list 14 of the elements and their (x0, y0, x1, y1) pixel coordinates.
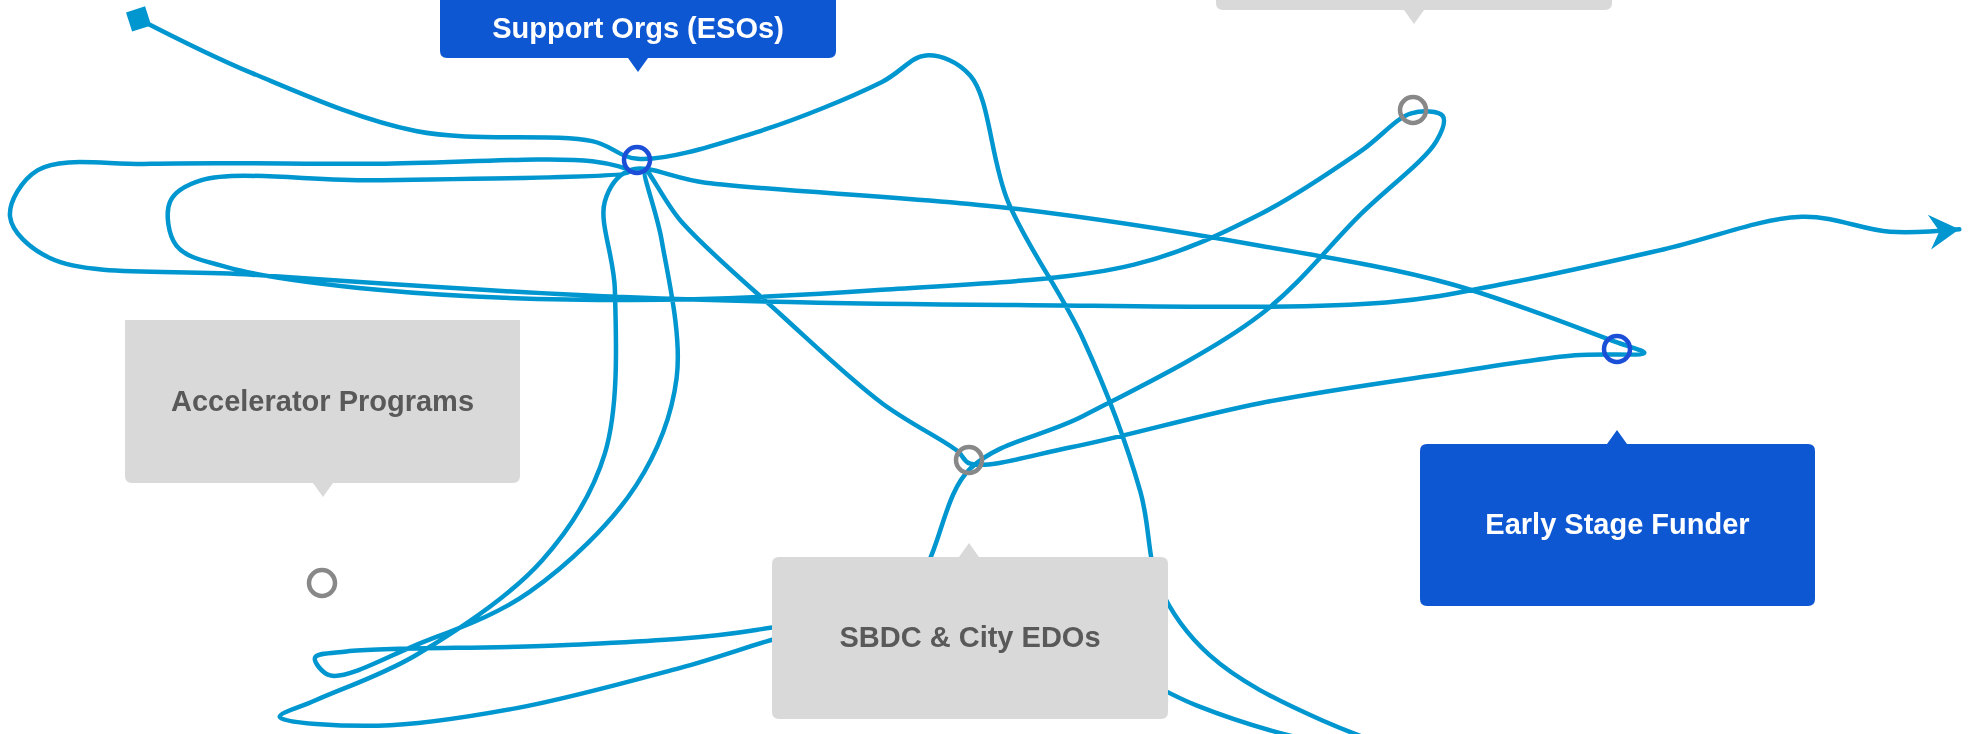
callout-box (440, 0, 836, 72)
marker-circle (306, 567, 338, 599)
callout-label: SBDC & City EDOs (839, 620, 1101, 656)
marker-circle (1397, 94, 1429, 126)
marker-circle (621, 144, 653, 176)
callout-box (1216, 0, 1612, 24)
marker-circle (953, 444, 985, 476)
callout-box (125, 320, 520, 497)
callout-label: Early Stage Funder (1485, 507, 1750, 543)
callout-label: Support Orgs (ESOs) (492, 11, 784, 47)
callout-box (1420, 430, 1815, 606)
callout-box (772, 543, 1168, 719)
callout-label: Accelerator Programs (171, 383, 474, 419)
marker-circle (1601, 333, 1633, 365)
